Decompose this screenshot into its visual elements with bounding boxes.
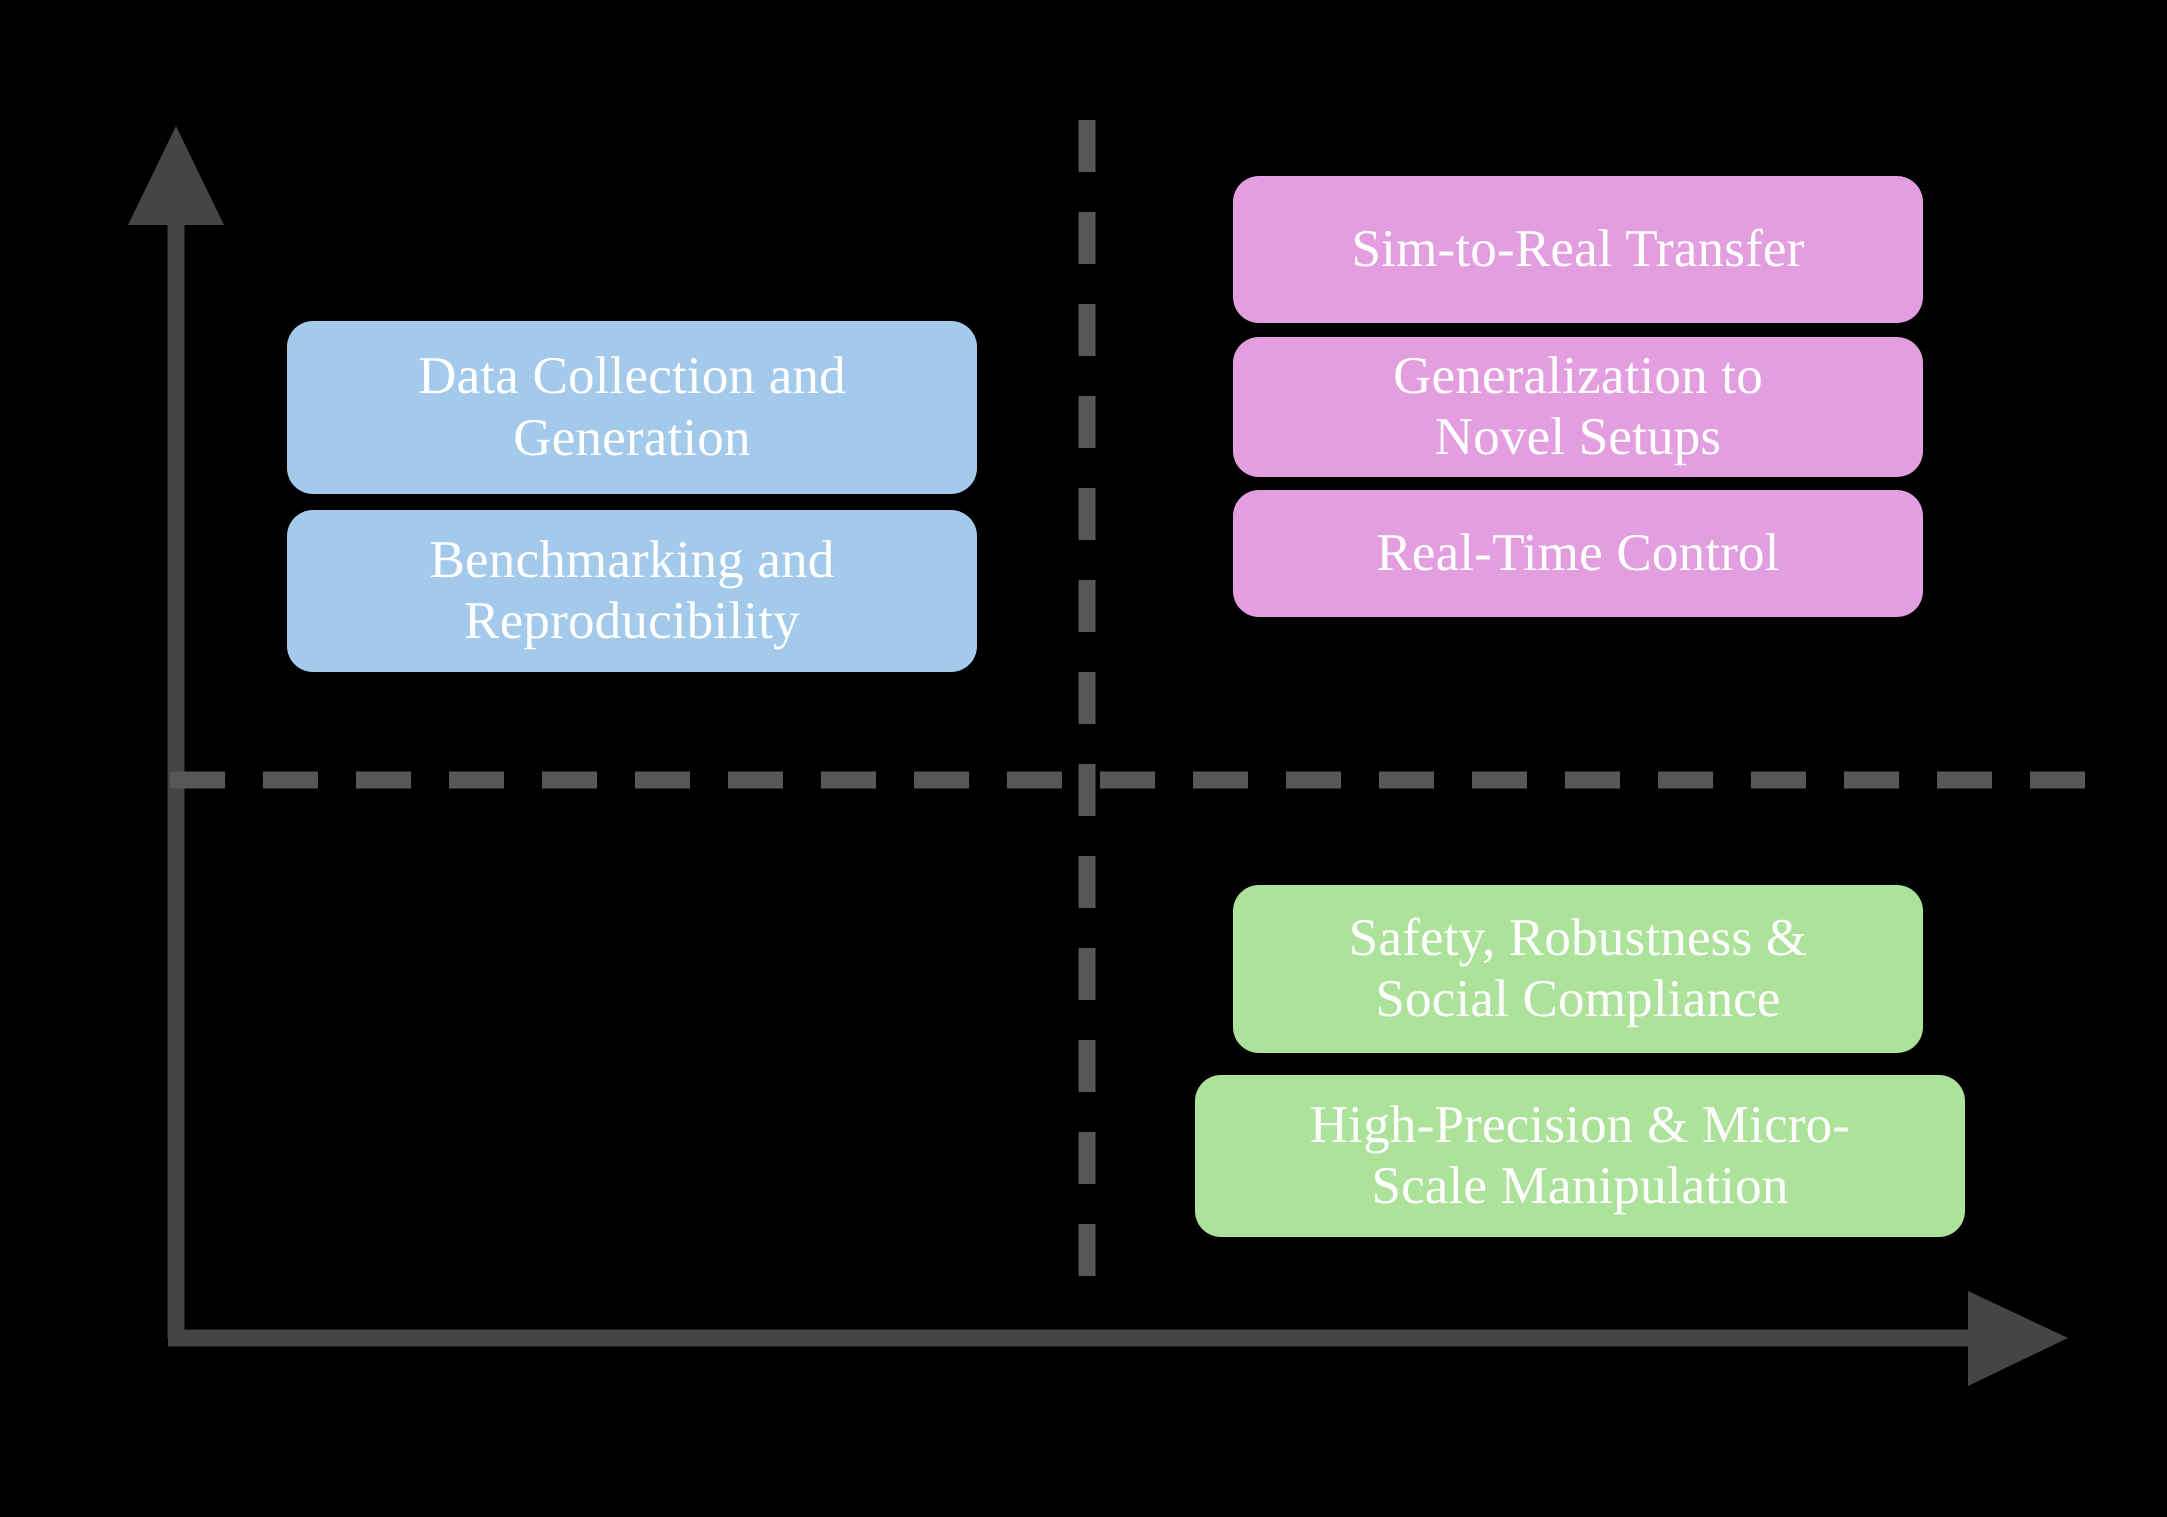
node-real-time-control[interactable]: Real-Time Control — [1233, 490, 1923, 617]
node-high-precision-micro-scale-manipulation[interactable]: High-Precision & Micro- Scale Manipulati… — [1195, 1075, 1965, 1237]
node-data-collection-and-generation[interactable]: Data Collection and Generation — [287, 321, 977, 494]
quadrant-top-right: Sim-to-Real Transfer Generalization to N… — [1087, 126, 2100, 780]
node-label: Safety, Robustness & Social Compliance — [1348, 908, 1808, 1028]
quadrant-bottom-right: Safety, Robustness & Social Compliance H… — [1087, 780, 2100, 1338]
node-safety-robustness-social-compliance[interactable]: Safety, Robustness & Social Compliance — [1233, 885, 1923, 1053]
node-label: Data Collection and Generation — [418, 347, 846, 467]
node-sim-to-real-transfer[interactable]: Sim-to-Real Transfer — [1233, 176, 1923, 323]
node-label: Sim-to-Real Transfer — [1351, 219, 1805, 278]
node-label: Generalization to Novel Setups — [1393, 346, 1763, 466]
quadrant-bottom-left — [176, 780, 1087, 1338]
quadrant-top-left: Data Collection and Generation Benchmark… — [176, 126, 1087, 780]
node-benchmarking-and-reproducibility[interactable]: Benchmarking and Reproducibility — [287, 510, 977, 672]
node-label: Real-Time Control — [1376, 523, 1780, 582]
node-generalization-to-novel-setups[interactable]: Generalization to Novel Setups — [1233, 337, 1923, 477]
node-label: High-Precision & Micro- Scale Manipulati… — [1309, 1095, 1851, 1215]
node-label: Benchmarking and Reproducibility — [429, 530, 835, 650]
